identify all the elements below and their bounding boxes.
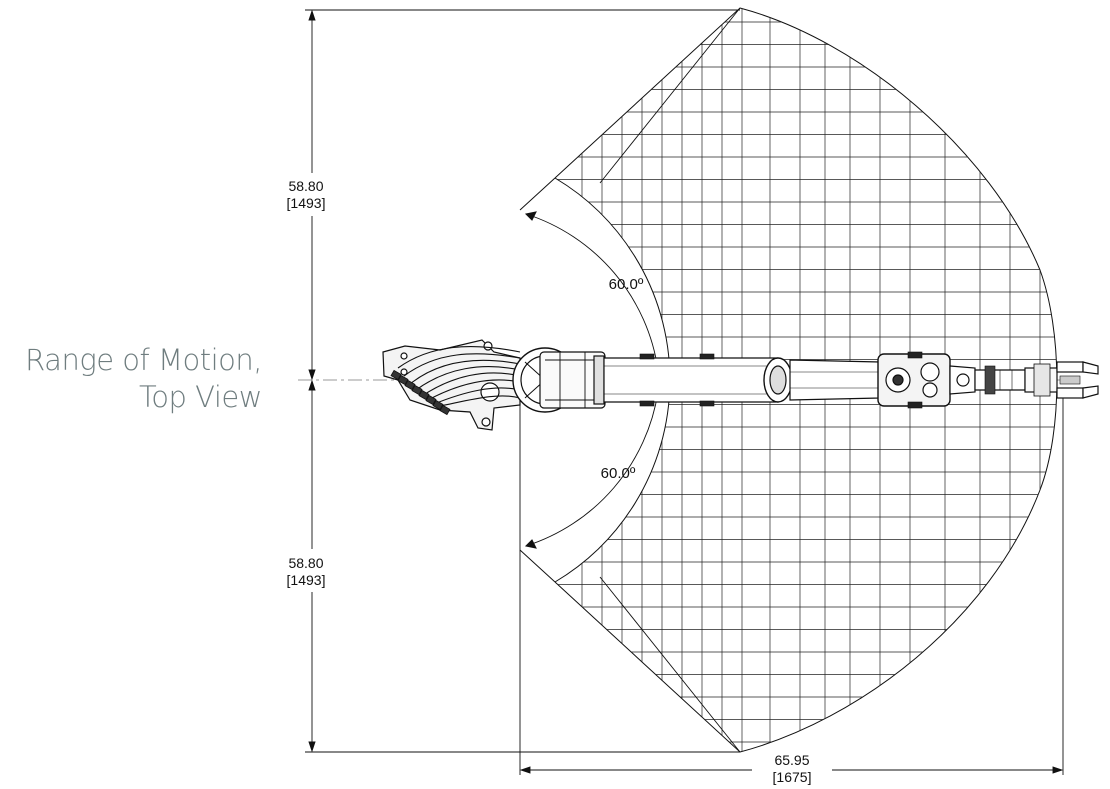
arm-base-mount (382, 339, 521, 431)
hydraulic-hoses (397, 346, 521, 407)
angle-label-lower: 60.0º (601, 465, 636, 482)
gripper-jaw-upper (1056, 361, 1084, 373)
gripper (1024, 361, 1099, 399)
dim-arrow (308, 9, 316, 21)
base-bolt (483, 341, 493, 351)
dim-reach-metric: [1675] (773, 769, 812, 785)
forearm (789, 359, 881, 401)
angle-label-upper: 60.0º (609, 276, 644, 293)
hose-fitting (397, 374, 409, 386)
shoulder-clamp (593, 355, 605, 405)
hose-fitting (390, 369, 402, 381)
base-bracket (382, 339, 521, 431)
caption-line-2: Top View (139, 380, 262, 414)
manipulator-arm (382, 339, 1099, 431)
dim-lower-metric: [1493] (287, 572, 326, 588)
wrist-assembly (877, 351, 1026, 409)
dimension-lines (305, 9, 1064, 775)
caption-line-1: Range of Motion, (25, 343, 262, 377)
inner-boundary-link-top (519, 177, 556, 211)
dim-reach-value: 65.95 (774, 752, 809, 768)
dim-upper-metric: [1493] (287, 195, 326, 211)
upper-arm (603, 353, 787, 407)
dim-upper-value: 58.80 (288, 178, 323, 194)
hose-fitting (432, 399, 444, 411)
hose-fitting (439, 404, 451, 416)
base-bolt (400, 368, 408, 376)
base-pivot (480, 382, 500, 402)
gripper-jaw-lower (1056, 387, 1084, 399)
angle-arrow-upper (524, 211, 537, 221)
angle-arc-lower (525, 391, 659, 547)
inner-boundary-link-bottom (519, 549, 556, 583)
envelope-diagonal-lower (599, 576, 741, 753)
upper-arm-tube (603, 357, 787, 403)
dim-arrow (519, 766, 531, 774)
hose-fitting (418, 389, 430, 401)
envelope-diagonal-upper (599, 7, 741, 184)
dim-arrow (308, 379, 316, 391)
angle-arc-upper (525, 213, 659, 371)
forearm-tube (789, 359, 881, 401)
dim-lower-value: 58.80 (288, 555, 323, 571)
dim-arrow (308, 369, 316, 381)
hose-fitting (411, 384, 423, 396)
angle-arrow-lower (524, 539, 537, 549)
hose-fitting (404, 379, 416, 391)
base-bolt (481, 417, 491, 427)
hose-fittings (390, 369, 451, 416)
hose-fitting (425, 394, 437, 406)
elbow-joint (763, 357, 793, 403)
dim-arrow (1052, 766, 1064, 774)
shoulder-joint (512, 347, 606, 413)
base-bolt (400, 352, 408, 360)
dim-arrow (308, 741, 316, 753)
